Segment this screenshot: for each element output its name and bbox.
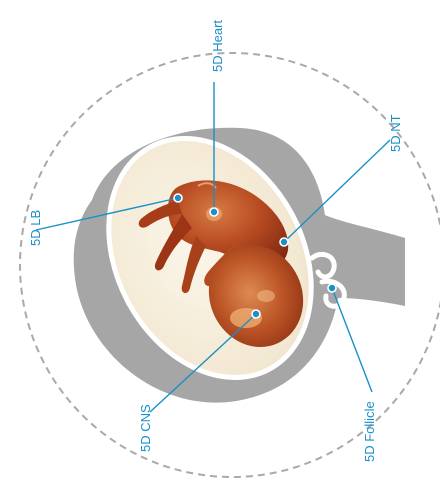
- marker-heart: [210, 208, 218, 216]
- marker-follicle: [328, 284, 336, 292]
- marker-nt: [280, 238, 288, 246]
- label-5d-follicle: 5D Follicle: [362, 401, 377, 462]
- label-5d-heart: 5D Heart: [210, 20, 225, 72]
- marker-cns: [252, 310, 260, 318]
- label-5d-lb: 5D LB: [28, 210, 43, 246]
- label-5d-cns: 5D CNS: [138, 404, 153, 452]
- gestational-sac: [69, 103, 352, 413]
- marker-lb: [174, 194, 182, 202]
- label-5d-nt: 5D NT: [388, 114, 403, 152]
- leader-follicle: [332, 288, 372, 392]
